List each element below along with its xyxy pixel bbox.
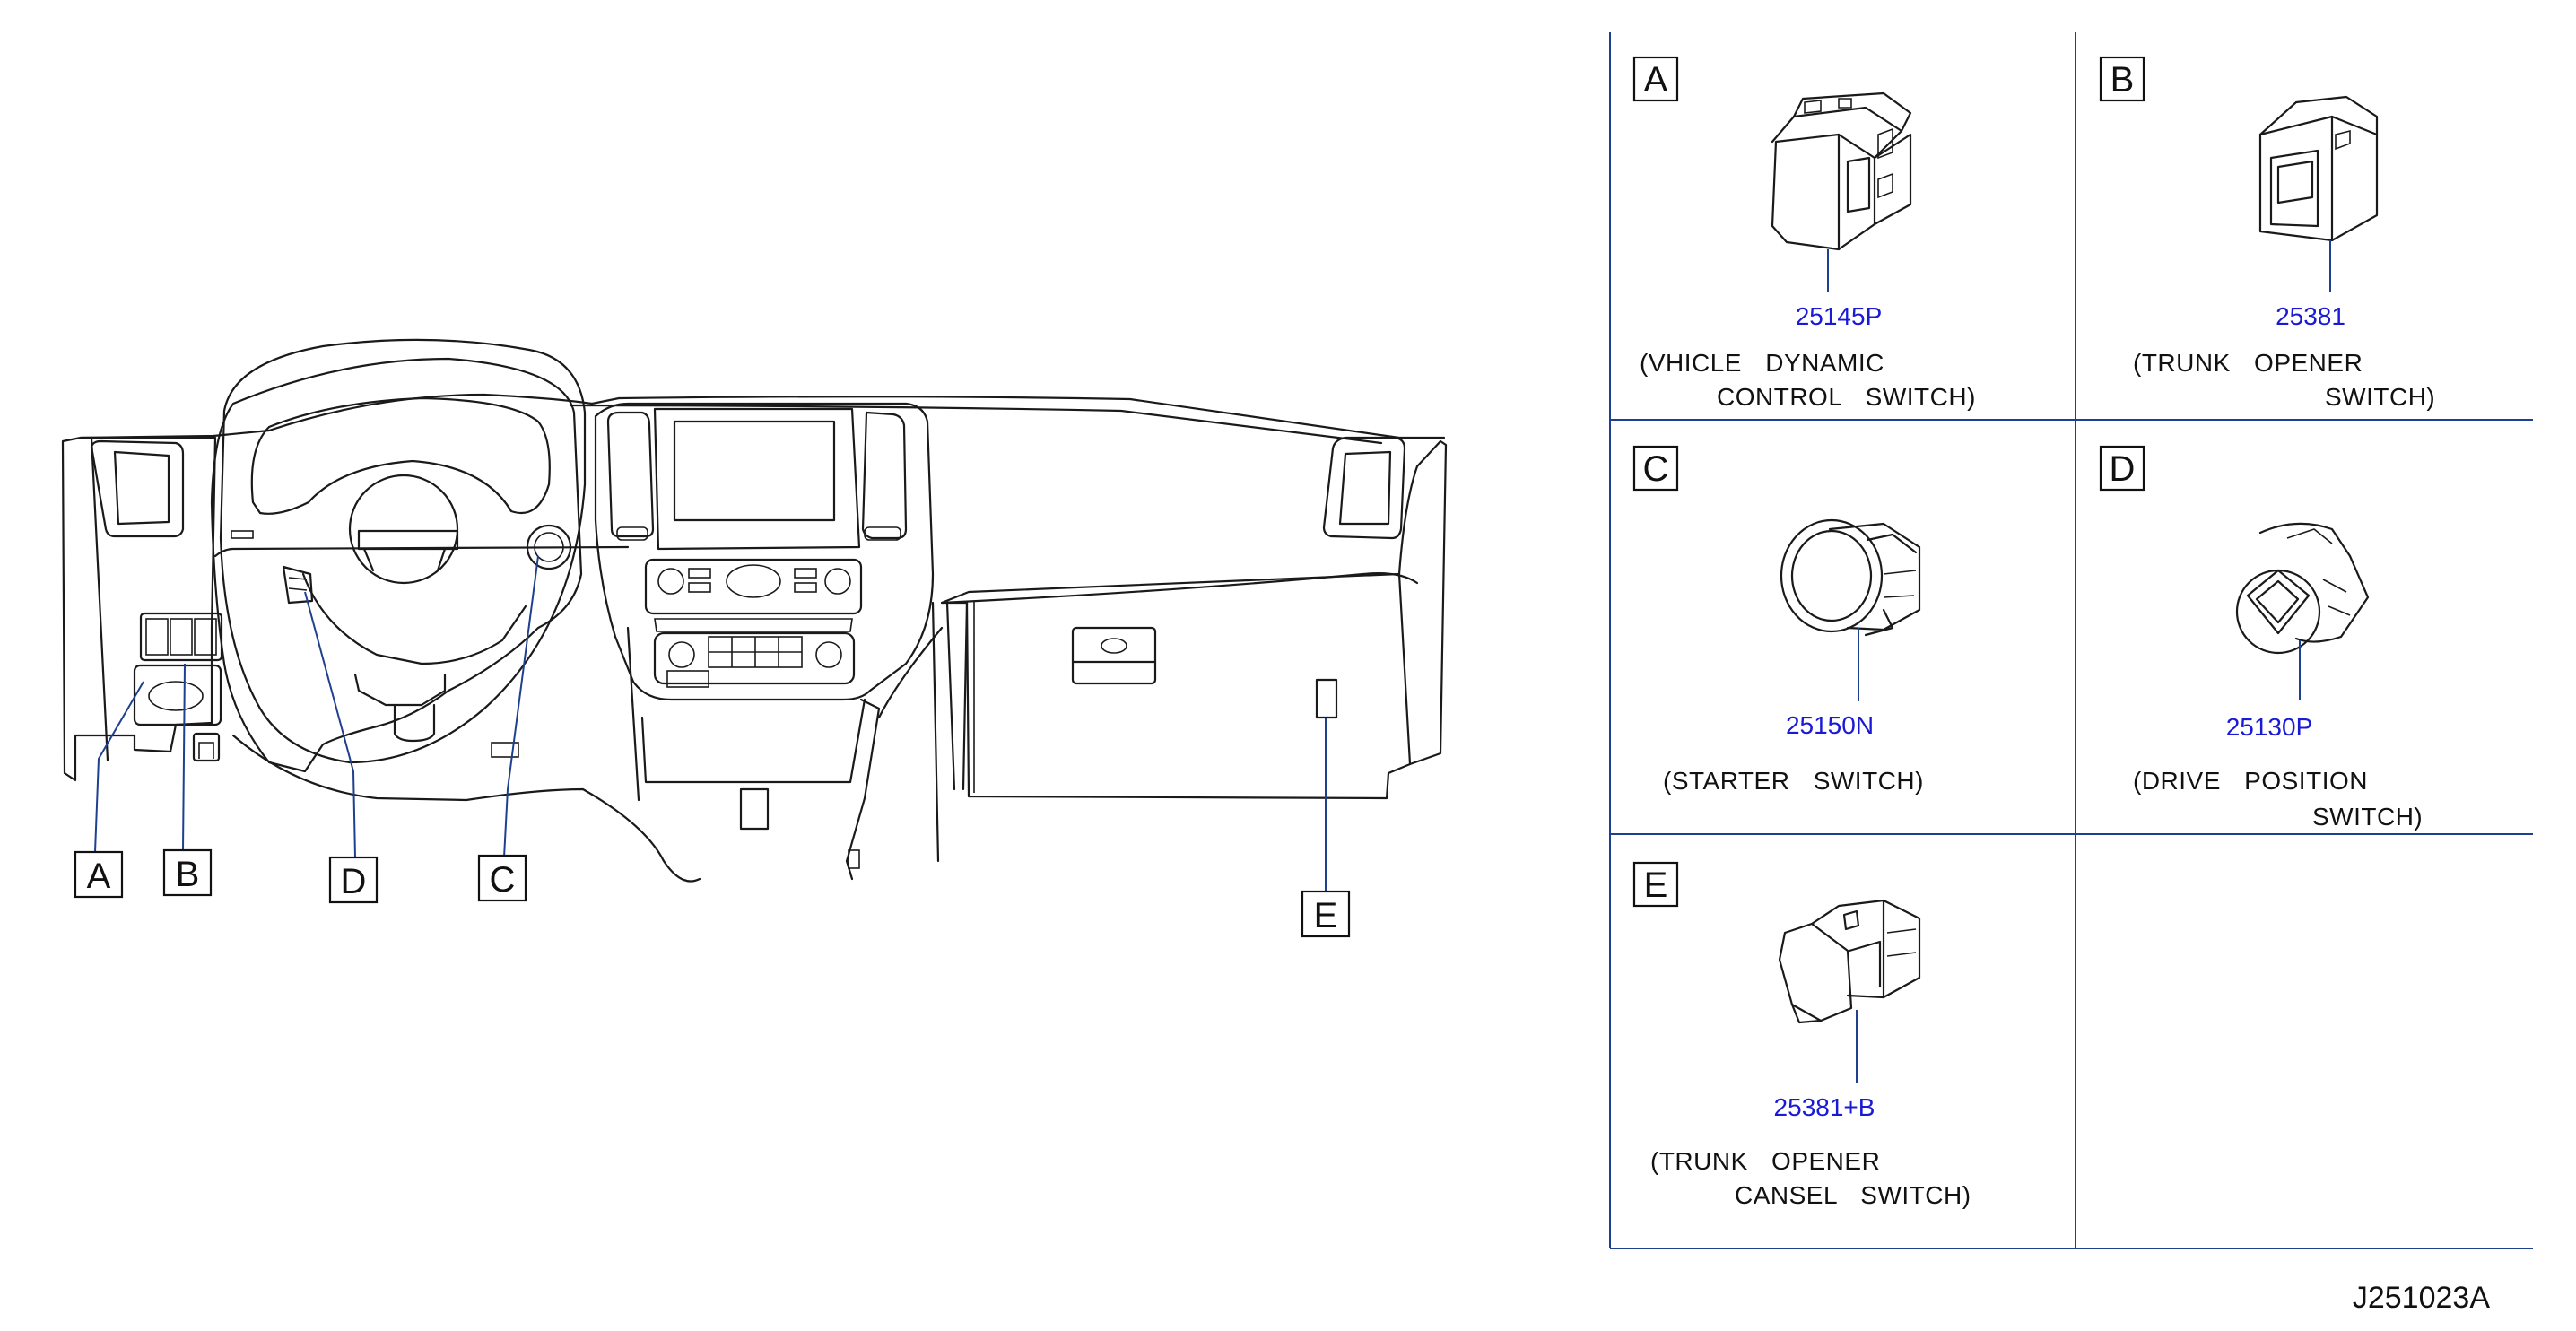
panel-b-letter: B — [2110, 60, 2135, 100]
panel-e: E 25381+B (TRUNK OPENER CANSEL SWITCH) — [1632, 861, 1971, 1209]
panel-c-letter: C — [1643, 449, 1669, 489]
drive-position-switch-drawing — [2235, 522, 2370, 655]
callout-label-b: B — [176, 855, 200, 894]
callout-A: A — [74, 850, 124, 899]
panel-a: A 25145P (VHICLE DYNAMIC CONTROL SWITCH) — [1632, 56, 1976, 411]
part-number-25130p: 25130P — [2226, 713, 2313, 741]
panel-b: B 25381 (TRUNK OPENER SWITCH) — [2099, 56, 2435, 411]
dashboard-illustration — [61, 338, 1448, 883]
part-number-25381-b: 25381+B — [1774, 1093, 1875, 1121]
panel-d-letter: D — [2110, 449, 2136, 489]
panel-b-caption-line2: SWITCH) — [2325, 383, 2435, 411]
panel-b-caption-line1: (TRUNK OPENER — [2133, 349, 2363, 377]
figure-id: J251023A — [2353, 1281, 2490, 1315]
callout-label-d: D — [341, 862, 367, 901]
panel-a-caption-line1: (VHICLE DYNAMIC — [1640, 349, 1884, 377]
callout-label-e: E — [1314, 896, 1338, 935]
part-number-25145p: 25145P — [1796, 302, 1883, 330]
vdc-switch-drawing — [1771, 91, 1912, 251]
callout-label-a: A — [87, 857, 111, 896]
part-number-25150n: 25150N — [1786, 711, 1874, 739]
callout-C: C — [477, 854, 527, 902]
panel-d: D 25130P (DRIVE POSITION SWITCH) — [2099, 445, 2423, 831]
panel-c-caption-line1: (STARTER SWITCH) — [1663, 767, 1924, 795]
switch-cluster-left — [133, 612, 223, 762]
callout-D: D — [328, 856, 379, 904]
callout-label-c: C — [490, 860, 516, 900]
panel-d-caption-line2: SWITCH) — [2312, 803, 2423, 831]
panel-d-caption-line1: (DRIVE POSITION — [2133, 767, 2368, 795]
callout-E: E — [1301, 890, 1351, 938]
trunk-opener-cancel-switch-drawing — [1778, 899, 1921, 1024]
panel-e-letter: E — [1644, 866, 1668, 905]
panel-a-caption-line2: CONTROL SWITCH) — [1717, 383, 1976, 411]
center-stack — [594, 402, 935, 701]
detail-grid — [1609, 32, 2533, 1249]
panel-e-caption-line2: CANSEL SWITCH) — [1735, 1181, 1971, 1209]
part-number-25381: 25381 — [2276, 302, 2345, 330]
panel-e-caption-line1: (TRUNK OPENER — [1650, 1147, 1880, 1175]
panel-c: C 25150N (STARTER SWITCH) — [1632, 445, 1924, 795]
trunk-opener-switch-drawing — [2258, 95, 2379, 242]
callout-B: B — [162, 848, 213, 897]
callout-leaders — [94, 555, 1327, 892]
starter-switch-drawing — [1780, 518, 1921, 637]
panel-a-letter: A — [1644, 60, 1668, 100]
